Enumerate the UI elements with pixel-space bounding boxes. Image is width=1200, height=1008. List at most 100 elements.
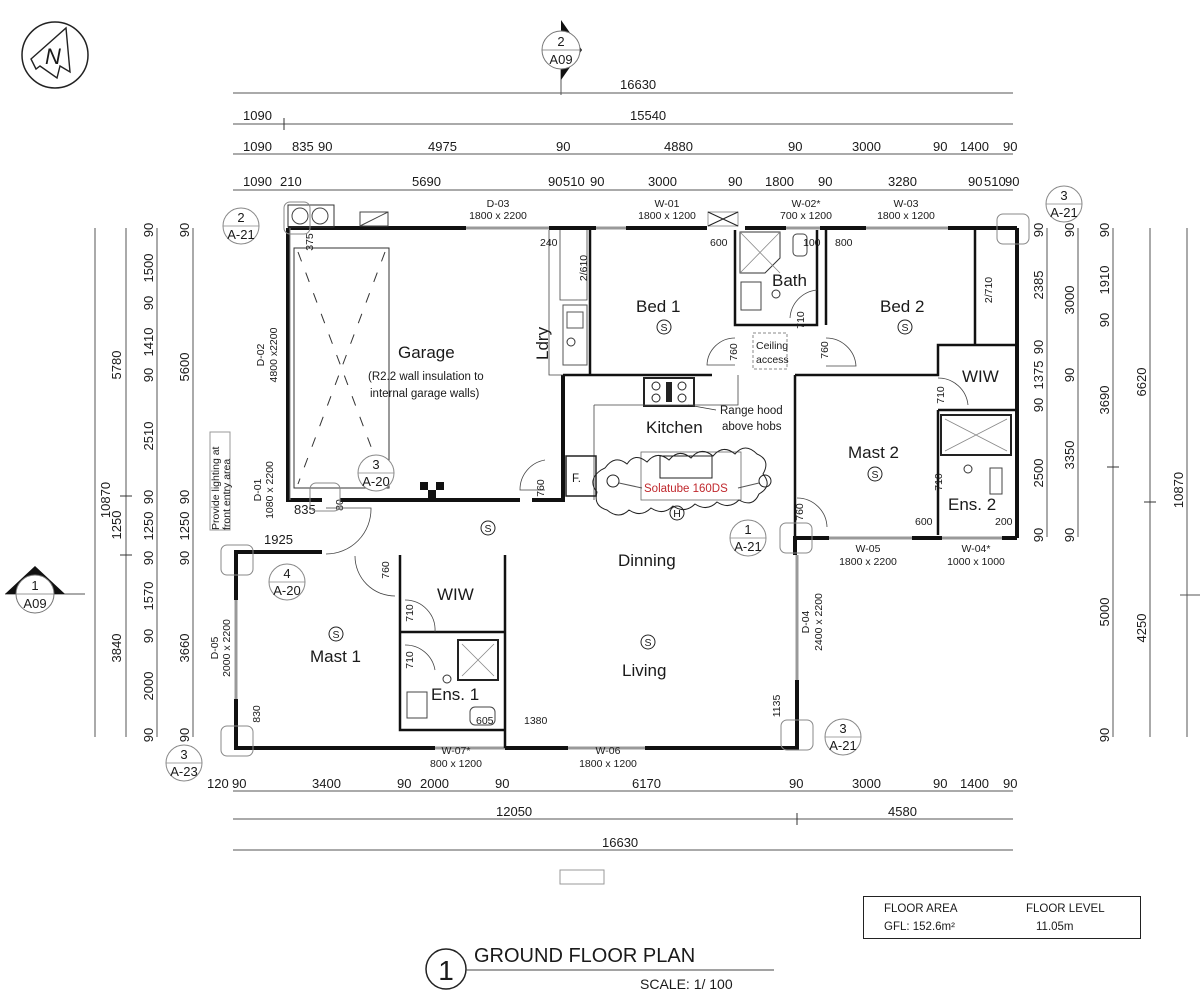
svg-text:W-05: W-05: [856, 543, 881, 555]
svg-text:D-05: D-05: [209, 636, 221, 659]
svg-text:800: 800: [835, 237, 853, 249]
svg-text:90: 90: [1097, 728, 1112, 742]
door-swings: [325, 289, 969, 671]
room-bath: Bath: [772, 271, 807, 290]
svg-text:90: 90: [933, 776, 947, 791]
svg-text:830: 830: [251, 705, 263, 723]
exhaust-fan-icon: [442, 289, 973, 684]
svg-text:90: 90: [1031, 398, 1046, 412]
section-marker-top: 2 A09: [541, 20, 582, 95]
svg-text:1250: 1250: [177, 512, 192, 541]
svg-text:4800 x2200: 4800 x2200: [268, 327, 280, 382]
svg-text:700 x 1200: 700 x 1200: [780, 210, 832, 222]
title-number: 1: [438, 955, 454, 986]
svg-text:100: 100: [803, 237, 821, 249]
section-number: 1: [31, 578, 38, 593]
room-labels: Garage (R2.2 wall insulation to internal…: [310, 271, 999, 704]
svg-text:4580: 4580: [888, 804, 917, 819]
svg-text:3400: 3400: [312, 776, 341, 791]
room-dinning: Dinning: [618, 551, 676, 570]
svg-text:90: 90: [177, 551, 192, 565]
svg-text:3840: 3840: [109, 634, 124, 663]
svg-text:90: 90: [1097, 313, 1112, 327]
svg-text:90: 90: [177, 223, 192, 237]
svg-text:3000: 3000: [852, 776, 881, 791]
svg-text:6170: 6170: [632, 776, 661, 791]
svg-text:H: H: [673, 508, 681, 520]
svg-text:Ceiling: Ceiling: [756, 340, 788, 352]
svg-text:D-02: D-02: [255, 343, 267, 366]
svg-text:90: 90: [1062, 528, 1077, 542]
svg-text:3000: 3000: [852, 139, 881, 154]
svg-text:90: 90: [232, 776, 246, 791]
svg-text:90: 90: [141, 551, 156, 565]
svg-text:S: S: [644, 637, 651, 649]
svg-text:S: S: [332, 629, 339, 641]
svg-text:90: 90: [141, 296, 156, 310]
svg-text:1375: 1375: [1031, 361, 1046, 390]
svg-text:90: 90: [556, 139, 570, 154]
svg-text:710: 710: [935, 386, 947, 404]
svg-text:front entry area: front entry area: [221, 459, 233, 530]
smoke-detector-icon: S: [656, 319, 672, 335]
svg-text:1000 x 1000: 1000 x 1000: [947, 556, 1005, 568]
svg-text:1800 x 2200: 1800 x 2200: [469, 210, 527, 222]
svg-text:90: 90: [318, 139, 332, 154]
floor-level-value: 11.05m: [1036, 921, 1074, 933]
svg-text:90: 90: [1031, 528, 1046, 542]
svg-text:D-03: D-03: [487, 198, 510, 210]
svg-text:1400: 1400: [960, 139, 989, 154]
svg-text:15540: 15540: [630, 108, 666, 123]
svg-text:10870: 10870: [1171, 472, 1186, 508]
svg-text:90: 90: [1031, 223, 1046, 237]
svg-text:90: 90: [1005, 174, 1019, 189]
svg-text:A-23: A-23: [170, 764, 197, 779]
room-bed2: Bed 2: [880, 297, 924, 316]
exterior-walls: [234, 226, 1019, 750]
svg-text:90: 90: [788, 139, 802, 154]
svg-text:3: 3: [180, 747, 187, 762]
svg-text:12050: 12050: [496, 804, 532, 819]
svg-text:4880: 4880: [664, 139, 693, 154]
svg-text:2/710: 2/710: [983, 277, 995, 303]
notes: Ceiling access Range hood above hobs Sol…: [210, 340, 789, 530]
svg-text:2500: 2500: [1031, 459, 1046, 488]
dimensions-left: 10870 5780 1250 3840 90 1500 90 1410 90 …: [94, 223, 194, 742]
north-arrow-icon: N: [21, 21, 89, 89]
svg-text:1080 x 2200: 1080 x 2200: [264, 461, 276, 519]
svg-text:90: 90: [728, 174, 742, 189]
svg-text:710: 710: [404, 604, 416, 622]
svg-text:200: 200: [995, 516, 1013, 528]
svg-text:S: S: [901, 322, 908, 334]
svg-text:90: 90: [968, 174, 982, 189]
section-marker-left: 1 A09: [5, 566, 85, 614]
opening-labels: D-03 1800 x 2200 W-01 1800 x 1200 W-02* …: [209, 198, 1005, 770]
svg-text:5600: 5600: [177, 353, 192, 382]
windows: [234, 211, 1002, 750]
smoke-detector-icon: S: [640, 634, 656, 650]
svg-text:3000: 3000: [648, 174, 677, 189]
floor-level-label: FLOOR LEVEL: [1026, 903, 1105, 915]
svg-text:760: 760: [535, 479, 547, 497]
garage-car-outline: [287, 204, 444, 498]
svg-text:600: 600: [915, 516, 933, 528]
svg-text:1: 1: [744, 522, 751, 537]
floor-info-box: FLOOR AREA FLOOR LEVEL GFL: 152.6m² 11.0…: [863, 896, 1141, 939]
svg-text:2000 x 2200: 2000 x 2200: [221, 619, 233, 677]
svg-text:1135: 1135: [771, 695, 783, 718]
detail-callouts: 2A-21 3A-21 3A-20 1A-21 4A-20 3A-23 3A-2…: [165, 185, 1083, 782]
svg-text:90: 90: [1003, 776, 1017, 791]
svg-text:710: 710: [795, 311, 807, 329]
svg-text:3: 3: [1060, 188, 1067, 203]
room-laundry: Ldry: [533, 326, 552, 360]
svg-text:1800 x 1200: 1800 x 1200: [638, 210, 696, 222]
svg-text:1570: 1570: [141, 582, 156, 611]
scale-text: SCALE: 1/ 100: [640, 976, 733, 992]
kitchen-fixtures: [565, 375, 742, 501]
svg-text:D-04: D-04: [800, 610, 812, 633]
svg-text:1925: 1925: [264, 532, 293, 547]
svg-text:A-20: A-20: [273, 583, 300, 598]
section-number: 2: [557, 34, 564, 49]
svg-text:2/610: 2/610: [578, 255, 590, 281]
svg-text:W-01: W-01: [655, 198, 680, 210]
